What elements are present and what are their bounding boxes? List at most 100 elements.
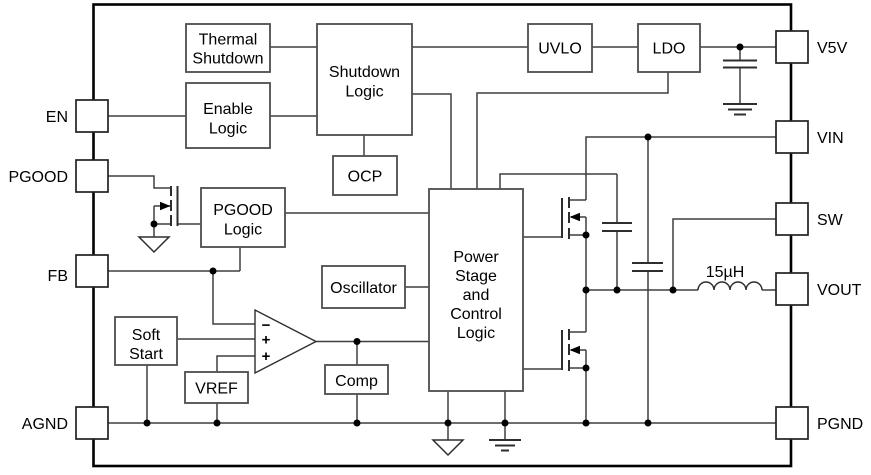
block-comp: Comp bbox=[324, 364, 389, 395]
pin-vout: VOUT bbox=[775, 272, 862, 306]
block-enable-logic: Enable Logic bbox=[185, 82, 271, 149]
pgood-fet-ground-triangle bbox=[137, 236, 171, 254]
junction-dot bbox=[613, 286, 621, 294]
earth-ground-v5v bbox=[723, 103, 757, 116]
fet-body-arrow bbox=[160, 201, 171, 211]
block-thermal-shutdown: Thermal Shutdown bbox=[185, 23, 271, 73]
block-pgood-logic: PGOOD Logic bbox=[200, 187, 286, 248]
pin-label: PGOOD bbox=[8, 169, 68, 186]
pin-pgood: PGOOD bbox=[8, 159, 109, 193]
block-label: Stage bbox=[455, 268, 497, 285]
pin-label: AGND bbox=[22, 416, 68, 433]
amp-plus-input-label: + bbox=[262, 348, 271, 365]
pin-square bbox=[775, 120, 809, 154]
inductor-value-label: 15µH bbox=[706, 264, 745, 281]
block-label: Logic bbox=[209, 121, 247, 138]
block-label: Start bbox=[129, 346, 163, 363]
input-capacitor bbox=[632, 262, 663, 272]
block-oscillator: Oscillator bbox=[321, 265, 406, 309]
block-label: Comp bbox=[335, 373, 378, 390]
block-outline bbox=[316, 23, 413, 136]
junction-dot bbox=[582, 419, 590, 427]
pgood-open-drain-fet bbox=[108, 175, 201, 237]
block-outline bbox=[200, 187, 286, 248]
pin-v5v: V5V bbox=[775, 30, 848, 64]
junction-dot bbox=[582, 364, 590, 372]
block-label: Power bbox=[453, 249, 499, 266]
pin-square bbox=[75, 99, 109, 133]
inductor: 15µH bbox=[697, 264, 763, 291]
fet-body-arrow bbox=[569, 212, 580, 222]
v5v-bypass-capacitor bbox=[723, 59, 757, 69]
junction-dot bbox=[736, 43, 744, 51]
block-label: Logic bbox=[457, 325, 495, 342]
wire-shutdown-to-power-stage bbox=[412, 93, 452, 189]
wire-fb-to-amp-minus bbox=[212, 271, 255, 325]
wire-vin-line bbox=[585, 136, 776, 200]
junction-dot bbox=[582, 286, 590, 294]
block-outline bbox=[428, 188, 524, 392]
block-outline bbox=[184, 371, 249, 404]
pin-square bbox=[775, 30, 809, 64]
block-outline bbox=[114, 316, 178, 366]
pin-label: VIN bbox=[817, 130, 844, 147]
junction-dot bbox=[353, 419, 361, 427]
junction-dot bbox=[501, 419, 509, 427]
pin-en: EN bbox=[46, 99, 109, 133]
block-label: PGOOD bbox=[213, 202, 273, 219]
block-label: LDO bbox=[653, 41, 686, 58]
wire-bootstrap-top bbox=[499, 173, 617, 189]
junction-dot bbox=[669, 286, 677, 294]
pin-square bbox=[75, 406, 109, 440]
pin-square bbox=[75, 254, 109, 288]
junction-dot bbox=[143, 419, 151, 427]
junction-dot bbox=[582, 231, 590, 239]
block-label: and bbox=[463, 287, 490, 304]
junction-dot bbox=[444, 419, 452, 427]
junction-dot bbox=[213, 419, 221, 427]
block-soft-start: Soft Start bbox=[114, 316, 178, 366]
junction-dot bbox=[209, 267, 217, 275]
pin-label: FB bbox=[48, 268, 68, 285]
pin-square bbox=[775, 272, 809, 306]
block-outline bbox=[185, 82, 271, 149]
wire-vref-to-amp bbox=[216, 355, 255, 372]
block-outline bbox=[527, 23, 593, 73]
low-side-fet bbox=[523, 329, 586, 371]
block-uvlo: UVLO bbox=[527, 23, 593, 73]
fet-body-arrow bbox=[569, 345, 580, 355]
block-ldo: LDO bbox=[637, 23, 701, 73]
block-outline bbox=[324, 364, 389, 395]
block-vref: VREF bbox=[184, 371, 249, 404]
inductor-coil bbox=[697, 281, 763, 291]
analog-ground-triangle bbox=[431, 439, 465, 457]
earth-ground-power-stage bbox=[489, 439, 521, 452]
junction-dot bbox=[150, 220, 158, 228]
junction-dot bbox=[353, 338, 361, 345]
fet-drain-lead bbox=[108, 175, 170, 189]
block-label: Enable bbox=[203, 101, 253, 118]
bootstrap-capacitor bbox=[602, 222, 632, 232]
pin-label: SW bbox=[817, 212, 844, 229]
block-outline bbox=[321, 265, 406, 309]
block-label: Control bbox=[450, 306, 502, 323]
pin-sw: SW bbox=[775, 202, 844, 236]
pin-square bbox=[75, 159, 109, 193]
block-outline bbox=[637, 23, 701, 73]
pin-label: VOUT bbox=[817, 282, 862, 299]
amp-minus-input-label: − bbox=[262, 317, 271, 334]
block-label: Logic bbox=[345, 84, 383, 101]
block-label: VREF bbox=[195, 381, 238, 398]
block-ocp: OCP bbox=[332, 155, 398, 196]
pin-agnd: AGND bbox=[22, 406, 109, 440]
block-shutdown-logic: Shutdown Logic bbox=[316, 23, 413, 136]
block-label: Oscillator bbox=[330, 280, 397, 297]
wire-sw-line bbox=[672, 218, 776, 290]
block-label: Shutdown bbox=[329, 64, 400, 81]
pin-square bbox=[775, 202, 809, 236]
junction-dot bbox=[644, 133, 652, 141]
block-power-stage: Power Stage and Control Logic bbox=[428, 188, 524, 392]
pin-fb: FB bbox=[48, 254, 109, 288]
pin-label: V5V bbox=[817, 40, 848, 57]
